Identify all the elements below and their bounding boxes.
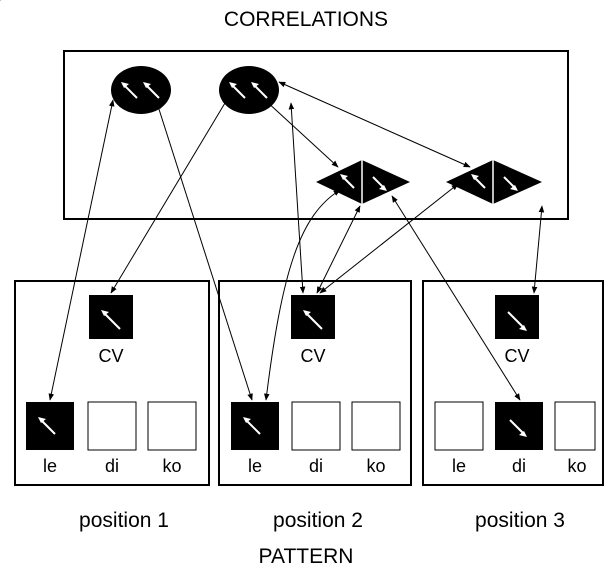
- position-box-1: CV le di ko: [14, 280, 210, 486]
- unit-label-le-2: le: [248, 456, 262, 476]
- correlation-unit-oval-2: [219, 66, 279, 114]
- connection-oval2-cv2: [288, 102, 306, 294]
- correlation-unit-diamond-2: [446, 160, 542, 204]
- connection-diamond2-cv3: [531, 205, 545, 294]
- unit-ko-1: [147, 401, 197, 451]
- connection-oval1-le2: [156, 102, 253, 401]
- unit-le-3: [434, 401, 484, 451]
- connection-oval2-diamond2: [278, 81, 471, 168]
- position-label-1: position 1: [79, 509, 169, 532]
- cv-label-2: CV: [300, 346, 325, 366]
- unit-di-2: [291, 401, 341, 451]
- connection-oval2-diamond1: [264, 99, 339, 168]
- position-label-3: position 3: [475, 509, 565, 532]
- cv-unit-3: [495, 295, 539, 339]
- position-box-2: CV le di ko: [218, 280, 412, 486]
- diagram-footer: PATTERN: [259, 545, 354, 568]
- unit-di-3: [495, 402, 543, 450]
- unit-label-ko-2: ko: [366, 456, 385, 476]
- connection-diamond2-cv2: [319, 183, 459, 294]
- unit-ko-2: [351, 401, 401, 451]
- unit-di-1: [87, 401, 137, 451]
- cv-unit-1: [89, 295, 133, 339]
- correlation-unit-oval-1: [0, 0, 171, 114]
- unit-label-di-1: di: [105, 456, 119, 476]
- unit-ko-3: [554, 401, 596, 451]
- unit-label-le-3: le: [452, 456, 466, 476]
- unit-label-di-2: di: [309, 456, 323, 476]
- unit-le-1: [26, 402, 74, 450]
- connections: [48, 81, 545, 401]
- connection-oval1-le1: [48, 99, 115, 401]
- position-label-2: position 2: [273, 509, 363, 532]
- unit-le-2: [231, 402, 279, 450]
- connection-oval2-cv1: [110, 97, 229, 294]
- unit-label-le-1: le: [43, 456, 57, 476]
- position-box-3: CV le di ko: [422, 280, 604, 486]
- unit-label-ko-1: ko: [162, 456, 181, 476]
- diagram-title: CORRELATIONS: [224, 8, 388, 31]
- unit-label-di-3: di: [512, 456, 526, 476]
- unit-label-ko-3: ko: [567, 456, 586, 476]
- cv-label-1: CV: [98, 346, 123, 366]
- cv-unit-2: [291, 295, 335, 339]
- cv-label-3: CV: [504, 346, 529, 366]
